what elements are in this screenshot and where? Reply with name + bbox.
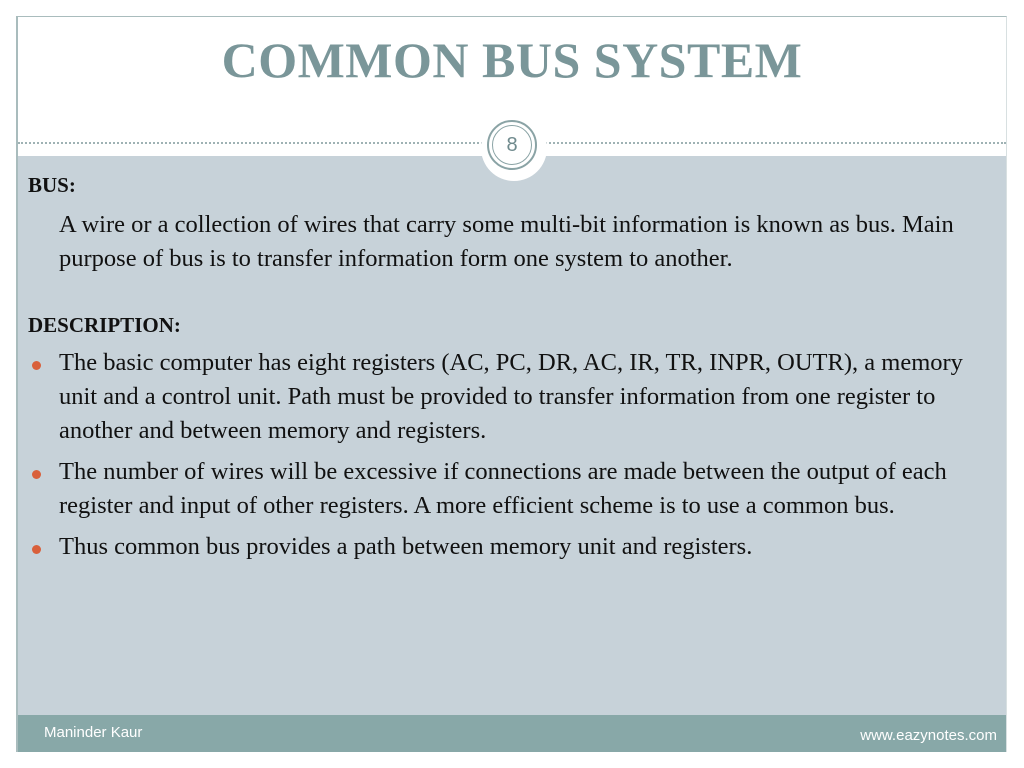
- page-number-badge: 8: [487, 120, 537, 170]
- footer-website: www.eazynotes.com: [860, 727, 997, 744]
- slide-body-background: [18, 156, 1006, 715]
- bullet-text: The basic computer has eight registers (…: [59, 349, 963, 444]
- bullet-item: Thus common bus provides a path between …: [28, 530, 978, 564]
- page-number: 8: [492, 125, 532, 165]
- description-bullet-list: The basic computer has eight registers (…: [28, 346, 978, 564]
- bullet-text: The number of wires will be excessive if…: [59, 458, 947, 519]
- footer-author: Maninder Kaur: [44, 724, 143, 741]
- section-heading-bus: BUS:: [28, 173, 76, 197]
- bullet-text: Thus common bus provides a path between …: [59, 533, 753, 560]
- section-heading-description: DESCRIPTION:: [28, 313, 181, 337]
- bullet-item: The number of wires will be excessive if…: [28, 455, 978, 523]
- slide-content: BUS: A wire or a collection of wires tha…: [28, 172, 978, 571]
- slide-footer: Maninder Kaur www.eazynotes.com: [18, 715, 1006, 752]
- slide: COMMON BUS SYSTEM 8 Maninder Kaur www.ea…: [16, 16, 1007, 752]
- bullet-dot-icon: [32, 361, 41, 370]
- bullet-item: The basic computer has eight registers (…: [28, 346, 978, 448]
- bullet-dot-icon: [32, 470, 41, 479]
- bus-definition-paragraph: A wire or a collection of wires that car…: [59, 211, 954, 272]
- bullet-dot-icon: [32, 545, 41, 554]
- slide-title: COMMON BUS SYSTEM: [221, 32, 803, 88]
